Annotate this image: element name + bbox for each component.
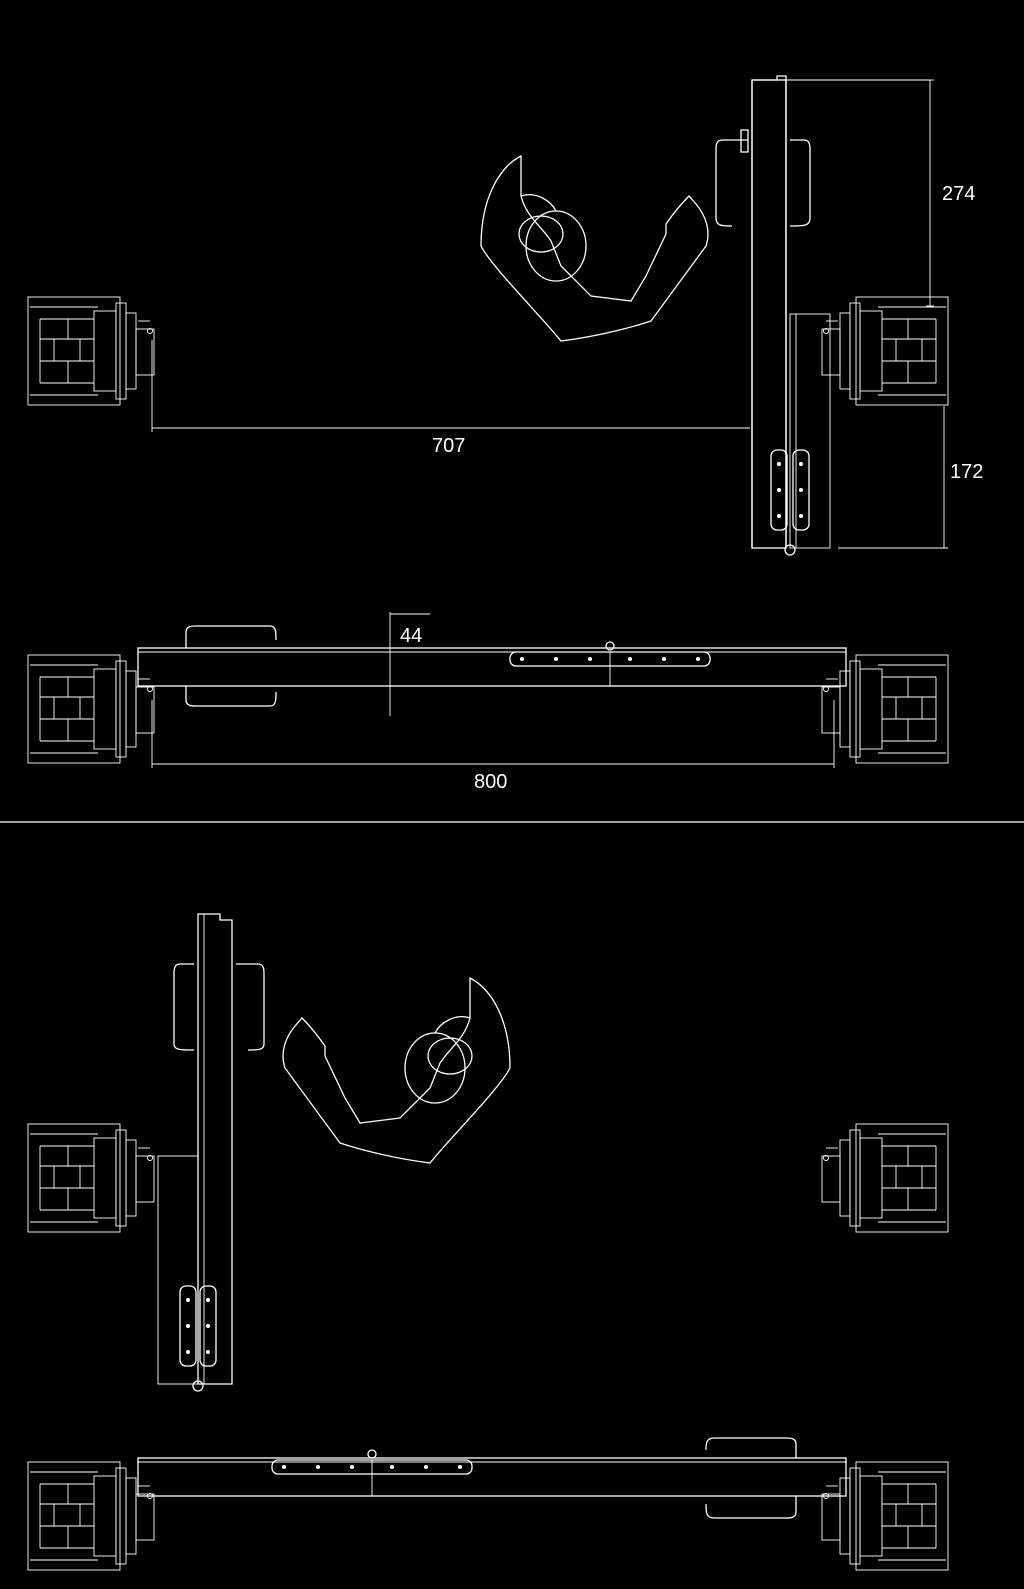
dim-707: 707 xyxy=(432,435,465,457)
plan-view-closed-door-mirrored xyxy=(27,1437,948,1571)
dim-800: 800 xyxy=(474,771,507,793)
dim-44: 44 xyxy=(400,625,422,647)
dim-172: 172 xyxy=(950,461,983,483)
plan-view-closed-door: 44 800 xyxy=(27,612,948,793)
dim-274: 274 xyxy=(942,183,975,205)
plan-view-open-door-mirrored xyxy=(27,913,948,1392)
plan-view-open-door: 274 707 172 xyxy=(27,75,983,556)
